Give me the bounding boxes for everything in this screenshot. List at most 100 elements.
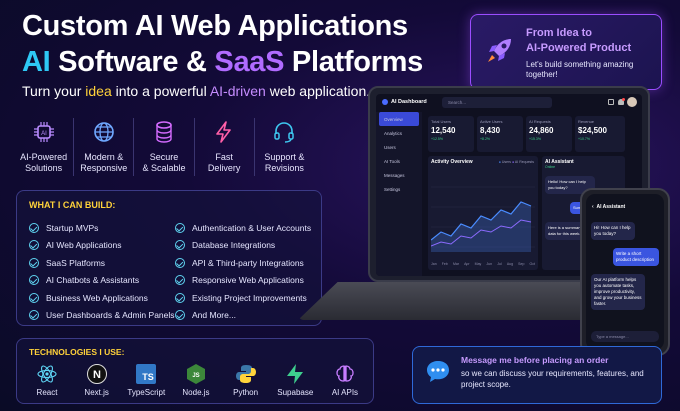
tech-label: Python: [233, 388, 259, 397]
svg-text:AI: AI: [41, 131, 47, 137]
phone-screen: ‹ AI Assistant Hi! How can I help you to…: [586, 194, 664, 350]
promo-line1: From Idea to: [526, 27, 593, 39]
laptop-base: [298, 282, 628, 320]
promo-card: From Idea to AI-Powered Product Let's bu…: [470, 14, 662, 90]
tech-label: TypeScript: [127, 388, 166, 397]
chat-bubble-icon: [425, 359, 451, 388]
check-icon: [29, 257, 39, 268]
sub-idea: idea: [85, 83, 112, 99]
tech-label: React: [36, 388, 58, 397]
build-title: WHAT I CAN BUILD:: [29, 200, 116, 210]
tech-python: Python: [224, 363, 268, 397]
feature-label: Fast: [215, 152, 233, 162]
sub-mid: into a powerful: [111, 83, 210, 99]
headline-ai: AI: [22, 46, 51, 78]
list-item: Business Web Applications: [29, 289, 175, 307]
stat-card: Revenue$24,500+10.7%: [575, 116, 625, 152]
user-bubble: Write a short product description: [613, 248, 659, 266]
nav-users[interactable]: Users: [384, 144, 396, 150]
feature-label: & Scalable: [142, 163, 186, 173]
tech-typescript: TS TypeScript: [124, 363, 168, 397]
tech-panel: TECHNOLOGIES I USE: React N Next.js TS Typ…: [16, 338, 374, 404]
list-item: SaaS Platforms: [29, 254, 175, 272]
assistant-bubble: Hello! How can I help you today?: [545, 176, 595, 194]
promo-line3: Let's build something amazing together!: [526, 60, 634, 79]
list-item: Existing Project Improvements: [175, 289, 311, 307]
list-item: AI Chatbots & Assistants: [29, 272, 175, 290]
tech-label: Next.js: [84, 388, 109, 397]
check-icon: [175, 222, 185, 233]
laptop-mockup: AI Dashboard Search... Overview Analytic…: [368, 86, 650, 282]
supabase-icon: [284, 363, 306, 385]
check-icon: [29, 240, 39, 251]
headline-line1: Custom AI Web Applications: [22, 10, 408, 42]
check-icon: [29, 292, 39, 303]
headline-saas: SaaS: [214, 46, 285, 78]
sub-post: web application.: [265, 83, 371, 99]
tech-nextjs: N Next.js: [75, 363, 119, 397]
phone-mockup: ‹ AI Assistant Hi! How can I help you to…: [580, 188, 670, 356]
check-icon: [175, 275, 185, 286]
activity-chart-card: Activity Overview ● Users ● AI Requests …: [428, 156, 538, 270]
headline-software: Software &: [50, 46, 215, 78]
tech-react: React: [25, 363, 69, 397]
feature-modern: Modern &Responsive: [74, 118, 133, 176]
tech-label: Supabase: [277, 388, 314, 397]
dashboard-title: AI Dashboard: [382, 99, 427, 105]
feature-label: Responsive: [80, 163, 128, 173]
search-input[interactable]: Search...: [442, 97, 552, 108]
message-title: Message me before placing an order: [461, 355, 609, 365]
bell-icon[interactable]: [618, 99, 624, 105]
check-icon: [175, 310, 185, 321]
python-icon: [235, 363, 257, 385]
headline-line2: AI Software & SaaS Platforms: [22, 44, 423, 80]
list-item: Startup MVPs: [29, 219, 175, 237]
check-icon: [29, 310, 39, 321]
svg-text:JS: JS: [192, 373, 199, 379]
nav-messages[interactable]: Messages: [384, 172, 405, 178]
assistant-status: Online: [545, 165, 556, 169]
phone-message-input[interactable]: Type a message...: [591, 331, 659, 342]
build-list-left: Startup MVPs AI Web Applications SaaS Pl…: [29, 219, 175, 324]
assistant-title: AI Assistant: [545, 159, 574, 165]
feature-secure: Secure& Scalable: [134, 118, 193, 176]
sub-ai: AI-driven: [209, 83, 266, 99]
assistant-bubble: Hi! How can I help you today?: [591, 222, 635, 240]
feature-label: Solutions: [25, 163, 63, 173]
check-icon: [29, 275, 39, 286]
chart-title: Activity Overview: [431, 159, 473, 165]
nodejs-icon: JS: [185, 363, 207, 385]
build-panel: WHAT I CAN BUILD: Startup MVPs AI Web Ap…: [16, 190, 322, 326]
check-icon: [175, 240, 185, 251]
avatar[interactable]: [627, 97, 637, 107]
list-item: Responsive Web Applications: [175, 272, 311, 290]
feature-label: Revisions: [264, 163, 304, 173]
assistant-bubble: Our AI platform helps you automate tasks…: [591, 274, 645, 310]
message-body: so we can discuss your requirements, fea…: [461, 369, 644, 389]
rocket-icon: [483, 33, 517, 72]
tech-supabase: Supabase: [273, 363, 317, 397]
nextjs-icon: N: [86, 363, 108, 385]
promo-line2: AI-Powered Product: [526, 42, 632, 54]
activity-chart: [431, 186, 535, 252]
dashboard-sidebar: Overview Analytics Users AI Tools Messag…: [376, 112, 422, 276]
nav-ai-tools[interactable]: AI Tools: [384, 158, 400, 164]
feature-label: Delivery: [207, 163, 241, 173]
list-item: User Dashboards & Admin Panels: [29, 307, 175, 325]
nav-overview[interactable]: Overview: [379, 112, 419, 126]
typescript-icon: TS: [135, 363, 157, 385]
message-card: Message me before placing an order so we…: [412, 346, 662, 404]
tech-title: TECHNOLOGIES I USE:: [29, 347, 125, 357]
globe-icon: [90, 118, 118, 146]
nav-settings[interactable]: Settings: [384, 186, 401, 192]
svg-text:N: N: [93, 369, 101, 381]
settings-icon[interactable]: [608, 99, 614, 105]
nav-analytics[interactable]: Analytics: [384, 130, 403, 136]
